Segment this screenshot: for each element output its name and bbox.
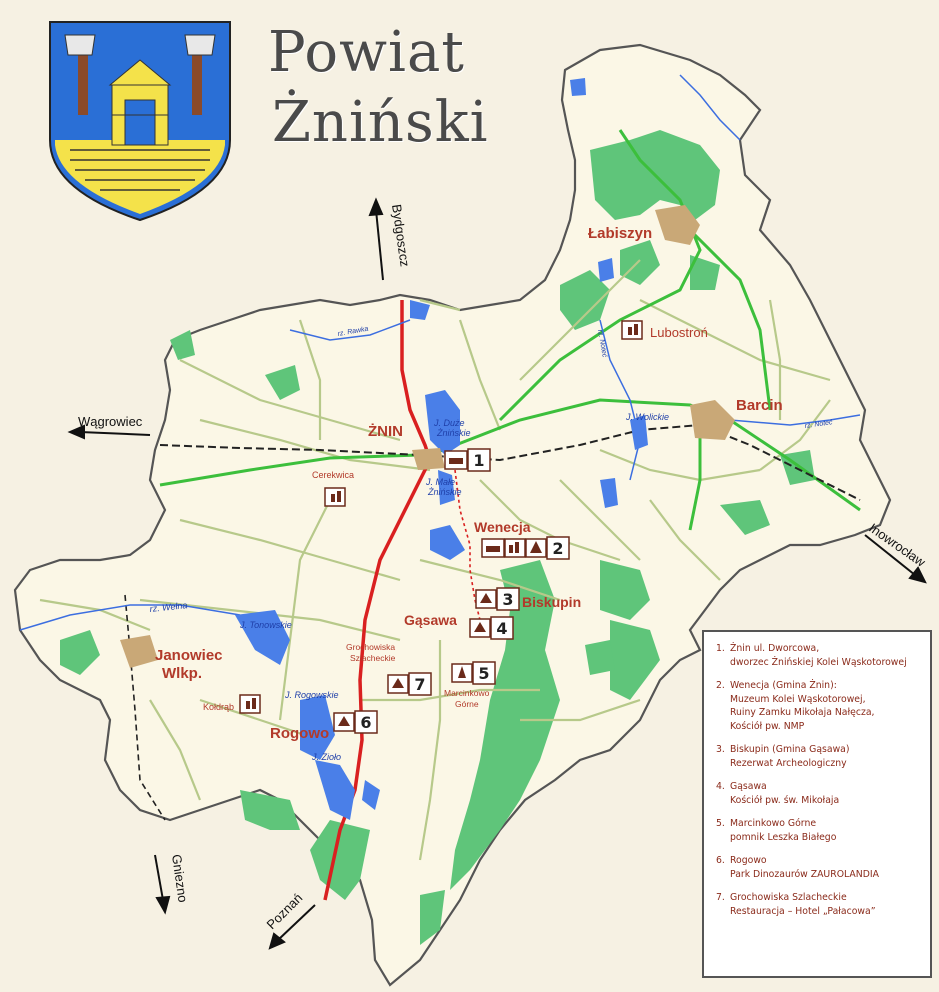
town-label-janowiec-wlkp: Wlkp. (162, 665, 202, 682)
lake-label-duze-2: Żnińskie (436, 428, 471, 438)
poi-glyphs (246, 324, 638, 726)
marker-2[interactable]: 2 (552, 539, 563, 558)
town-label-koldrab: Kołdrąb (203, 702, 234, 712)
town-label-marcinkowo: Marcinkowo (444, 688, 490, 698)
town-label-rogowo: Rogowo (270, 725, 329, 742)
legend-line: Żnin ul. Dworcowa, (730, 643, 820, 654)
legend-item-7: 7. Grochowiska Szlacheckie Restauracja – … (716, 891, 922, 918)
legend-item-5: 5. Marcinkowo Górne pomnik Leszka Białego (716, 817, 922, 844)
lake-label-male-2: Żnińskie (427, 487, 462, 497)
town-areas (120, 205, 735, 668)
lake-label-male: J. Małe (425, 477, 455, 487)
town-label-grochowiska: Grochowiska (346, 642, 395, 652)
town-label-barcin: Barcin (736, 397, 783, 414)
town-label-biskupin: Biskupin (522, 594, 581, 610)
lakes (235, 78, 648, 820)
legend-line: pomnik Leszka Białego (730, 831, 837, 843)
legend-item-1: 1. Żnin ul. Dworcowa, dworzec Żnińskiej K… (716, 642, 922, 669)
legend-line: Gąsawa (730, 781, 767, 792)
town-label-gorne: Górne (455, 699, 479, 709)
direction-arrows (67, 197, 927, 950)
legend-num: 5. (716, 818, 725, 829)
legend-line: Ruiny Zamku Mikołaja Nałęcza, (730, 707, 875, 718)
direction-label-wagrowiec: Wągrowiec (78, 414, 143, 429)
marker-6[interactable]: 6 (360, 713, 371, 732)
minor-roads (39, 259, 831, 861)
railway-line (159, 423, 861, 501)
map-title-line2: Żniński (272, 90, 489, 155)
town-label-cerekwica: Cerekwica (312, 470, 354, 480)
marker-1[interactable]: 1 (473, 451, 484, 470)
town-label-wenecja: Wenecja (474, 519, 531, 535)
town-label-gasawa: Gąsawa (404, 612, 457, 628)
legend-num: 3. (716, 744, 725, 755)
town-label-znin: ŻNIN (368, 423, 403, 440)
legend-line: Rogowo (730, 855, 767, 866)
legend-item-3: 3. Biskupin (Gmina Gąsawa) Rezerwat Arche… (716, 743, 922, 770)
legend-num: 4. (716, 781, 725, 792)
river-label-welna: rz. Wełna (149, 600, 188, 614)
legend-line: Grochowiska Szlacheckie (730, 892, 847, 903)
legend-num: 6. (716, 855, 725, 866)
legend-num: 1. (716, 643, 725, 654)
direction-label-poznan: Poznań (264, 890, 306, 932)
direction-label-bydgoszcz: Bydgoszcz (389, 203, 413, 267)
legend-line: Wenecja (Gmina Żnin): (730, 680, 837, 691)
river-label-notec-east: rz. Noteć (804, 419, 833, 430)
legend-item-6: 6. Rogowo Park Dinozaurów ZAUROLANDIA (716, 854, 922, 881)
town-label-janowiec: Janowiec (155, 647, 223, 664)
legend-item-4: 4. Gąsawa Kościół pw. św. Mikołaja (716, 780, 922, 807)
lake-label-wolickie: J. Wolickie (625, 412, 669, 422)
legend-line: Kościół pw. św. Mikołaja (730, 794, 840, 806)
lake-label-ziolo: J. Zioło (311, 752, 341, 762)
town-label-szlacheckie: Szlacheckie (350, 653, 396, 663)
marker-7[interactable]: 7 (414, 675, 425, 694)
town-label-labiszyn: Łabiszyn (588, 225, 652, 242)
direction-label-inowroclaw: Inowrocław (866, 520, 928, 570)
legend-num: 2. (716, 680, 725, 691)
legend-num: 7. (716, 892, 725, 903)
marker-4[interactable]: 4 (496, 619, 507, 638)
marker-3[interactable]: 3 (502, 590, 513, 609)
legend-line: Park Dinozaurów ZAUROLANDIA (730, 868, 879, 880)
direction-label-gniezno: Gniezno (169, 853, 191, 903)
legend-line: Marcinkowo Górne (730, 818, 817, 829)
county-area (13, 43, 892, 987)
legend-line: Muzeum Kolei Wąskotorowej, (730, 693, 866, 705)
road-red-main (323, 300, 432, 901)
legend-panel: 1. Żnin ul. Dworcowa, dworzec Żnińskiej K… (702, 630, 932, 978)
town-label-lubostron: Lubostroń (650, 325, 708, 340)
legend-item-2: 2. Wenecja (Gmina Żnin): Muzeum Kolei Wąs… (716, 679, 922, 733)
legend-line: Kościół pw. NMP (730, 720, 805, 732)
river-label-notec-north: rz. Noteć (596, 329, 608, 358)
marker-5[interactable]: 5 (478, 664, 489, 683)
lake-label-rogowskie: J. Rogowskie (284, 690, 339, 700)
legend-line: Restauracja – Hotel „Pałacowa” (730, 905, 876, 917)
legend-line: Rezerwat Archeologiczny (730, 757, 847, 769)
legend-line: dworzec Żnińskiej Kolei Wąskotorowej (730, 656, 907, 668)
lake-label-duze: J. Duże (433, 418, 465, 428)
legend-line: Biskupin (Gmina Gąsawa) (730, 744, 850, 755)
railway-line-west (124, 594, 166, 821)
map-title-line1: Powiat (268, 20, 465, 85)
coat-of-arms (49, 21, 231, 222)
rivers (19, 74, 861, 631)
lake-label-tonowskie: J. Tonowskie (239, 620, 292, 630)
